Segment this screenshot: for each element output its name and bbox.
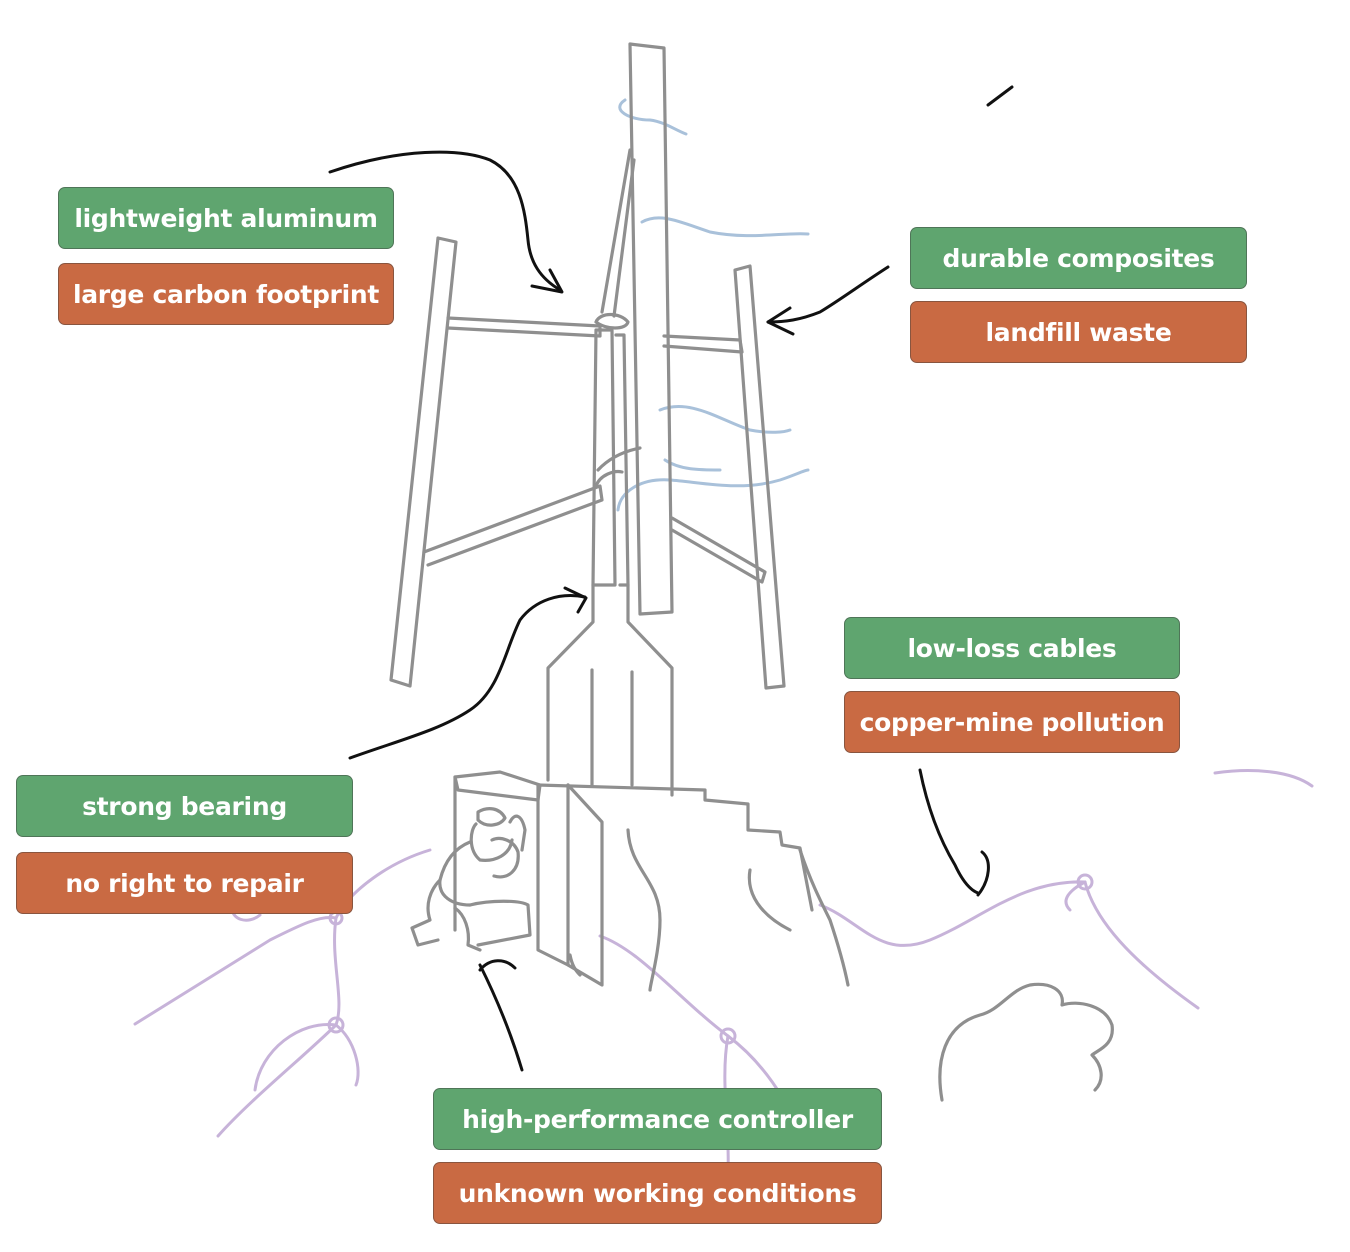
label-no-right-to-repair: no right to repair [16, 852, 353, 914]
shrub-outline [938, 982, 1114, 1102]
label-copper-mine-pollution: copper-mine pollution [844, 691, 1180, 753]
wind-lines [616, 98, 810, 512]
label-large-carbon-footprint: large carbon footprint [58, 263, 394, 325]
label-unknown-working-conditions: unknown working conditions [433, 1162, 882, 1224]
label-strong-bearing: strong bearing [16, 775, 353, 837]
label-low-loss-cables: low-loss cables [844, 617, 1180, 679]
turbine-structure [389, 42, 850, 992]
label-durable-composites: durable composites [910, 227, 1247, 289]
label-lightweight-aluminum: lightweight aluminum [58, 187, 394, 249]
label-high-performance-controller: high-performance controller [433, 1088, 882, 1150]
label-landfill-waste: landfill waste [910, 301, 1247, 363]
annotation-arrows [328, 85, 1014, 1072]
